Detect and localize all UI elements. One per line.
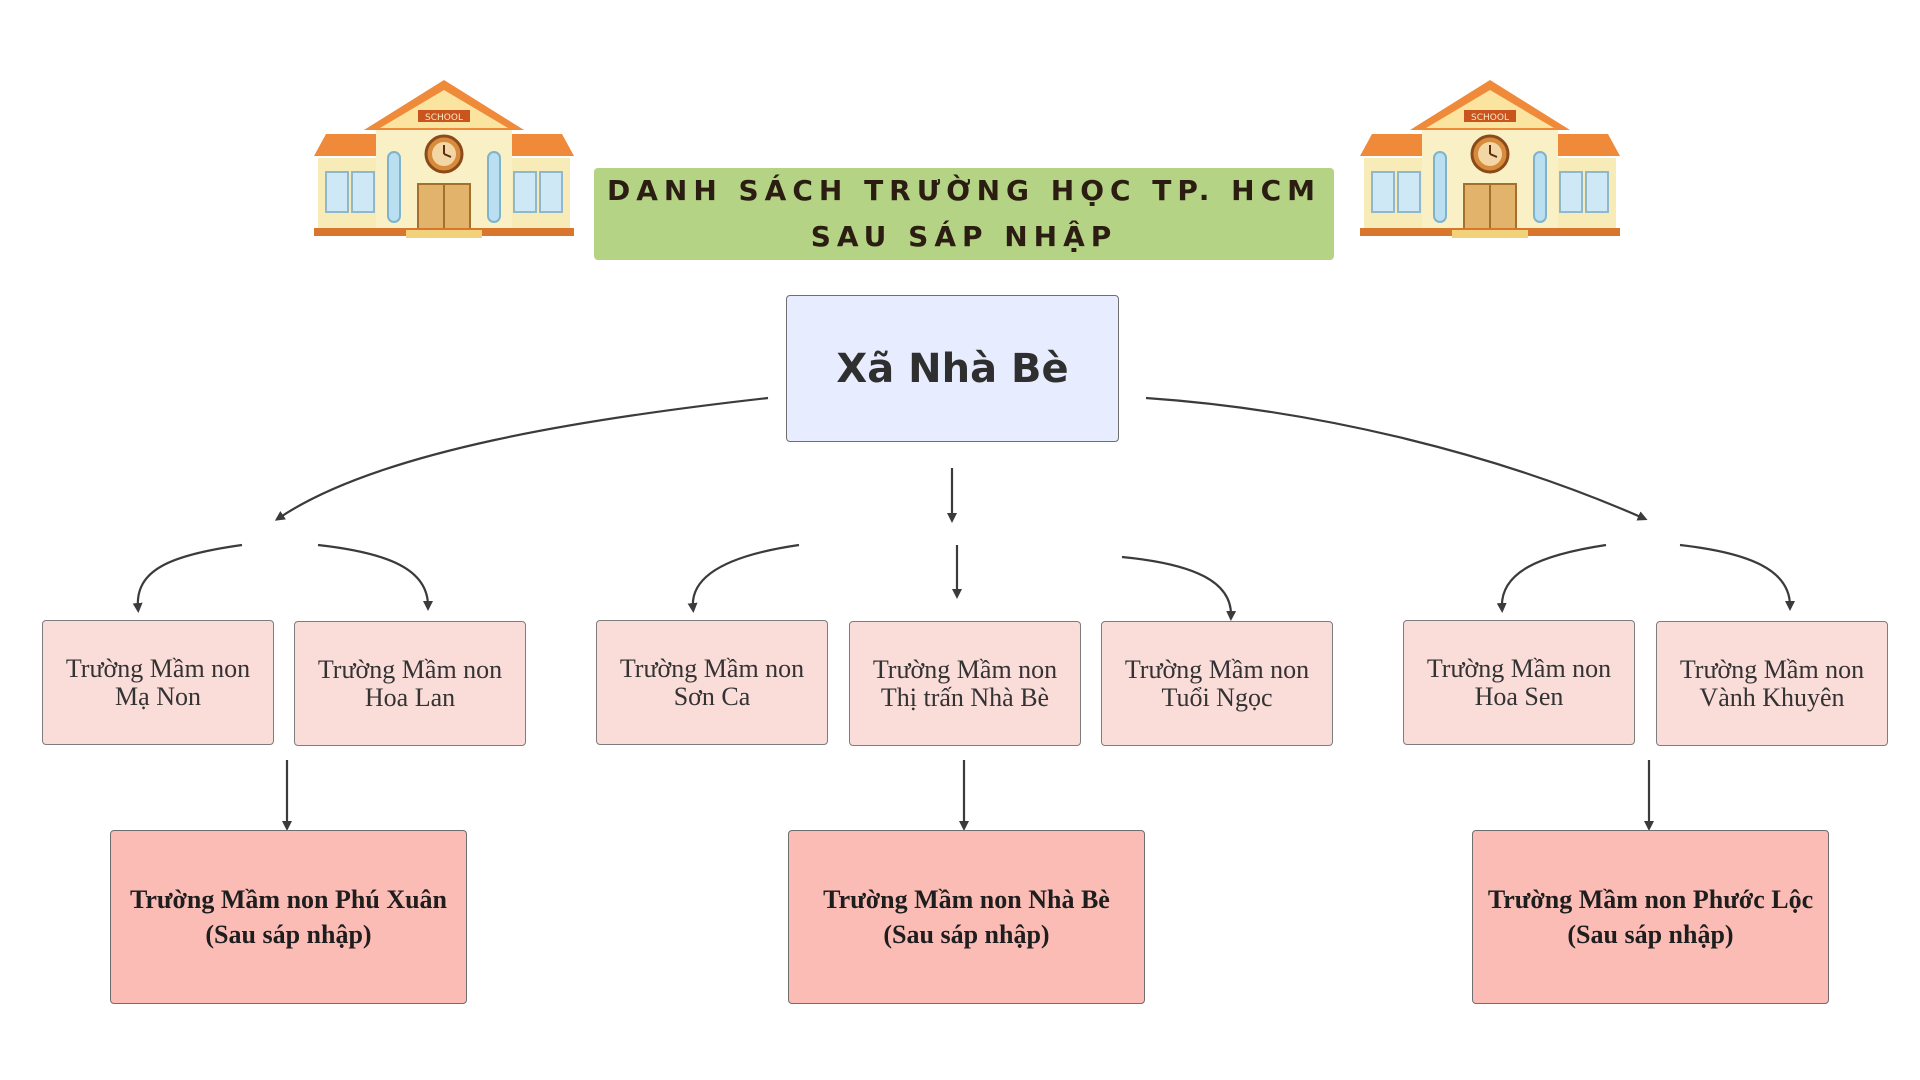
arrow-root-left bbox=[274, 396, 769, 521]
school-line-1: Trường Mầm non bbox=[317, 654, 503, 684]
arrow-right-a bbox=[1496, 543, 1607, 613]
school-line-2: Vành Khuyên bbox=[1699, 682, 1845, 712]
school-box-hoa-lan: Trường Mầm non Hoa Lan bbox=[294, 621, 526, 746]
school-box-ma-non: Trường Mầm non Mạ Non bbox=[42, 620, 274, 745]
school-box-vanh-khuyen: Trường Mầm non Vành Khuyên bbox=[1656, 621, 1888, 746]
merged-box-phu-xuan: Trường Mầm non Phú Xuân (Sau sáp nhập) bbox=[110, 830, 467, 1004]
title-banner: Danh sách trường học TP. HCM Sau sáp nhậ… bbox=[594, 168, 1334, 260]
school-line-2: Tuổi Ngọc bbox=[1161, 682, 1273, 712]
title-line-2: Sau sáp nhập bbox=[810, 220, 1118, 253]
school-box-tuoi-ngoc: Trường Mầm non Tuổi Ngọc bbox=[1101, 621, 1333, 746]
merged-line-2: (Sau sáp nhập) bbox=[205, 920, 372, 949]
school-line-2: Sơn Ca bbox=[673, 681, 751, 711]
title-line-1: Danh sách trường học TP. HCM bbox=[606, 174, 1321, 207]
school-line-2: Hoa Lan bbox=[364, 682, 456, 712]
root-node: Xã Nhà Bè bbox=[786, 295, 1119, 442]
merged-box-nha-be: Trường Mầm non Nhà Bè (Sau sáp nhập) bbox=[788, 830, 1145, 1004]
school-line-1: Trường Mầm non bbox=[65, 653, 251, 683]
school-line-2: Mạ Non bbox=[115, 681, 201, 711]
merged-line-2: (Sau sáp nhập) bbox=[883, 920, 1050, 949]
school-line-1: Trường Mầm non bbox=[619, 653, 805, 683]
arrow-left-a bbox=[132, 543, 243, 613]
merged-line-1: Trường Mầm non Phú Xuân bbox=[129, 885, 448, 914]
arrow-mid-a bbox=[687, 543, 800, 613]
merged-box-phuoc-loc: Trường Mầm non Phước Lộc (Sau sáp nhập) bbox=[1472, 830, 1829, 1004]
arrow-mid-c bbox=[1121, 555, 1237, 621]
school-line-2: Thị trấn Nhà Bè bbox=[880, 682, 1050, 712]
school-box-thi-tran-nha-be: Trường Mầm non Thị trấn Nhà Bè bbox=[849, 621, 1081, 746]
school-line-1: Trường Mầm non bbox=[1679, 654, 1865, 684]
arrow-right-b bbox=[1679, 543, 1795, 611]
arrow-root-right bbox=[1145, 396, 1648, 521]
school-box-son-ca: Trường Mầm non Sơn Ca bbox=[596, 620, 828, 745]
school-line-1: Trường Mầm non bbox=[872, 654, 1058, 684]
merged-line-1: Trường Mầm non Phước Lộc bbox=[1487, 885, 1814, 914]
merged-line-1: Trường Mầm non Nhà Bè bbox=[823, 885, 1110, 914]
school-box-hoa-sen: Trường Mầm non Hoa Sen bbox=[1403, 620, 1635, 745]
school-line-1: Trường Mầm non bbox=[1124, 654, 1310, 684]
school-line-1: Trường Mầm non bbox=[1426, 653, 1612, 683]
school-line-2: Hoa Sen bbox=[1474, 681, 1564, 711]
merged-line-2: (Sau sáp nhập) bbox=[1567, 920, 1734, 949]
arrow-left-b bbox=[317, 543, 433, 611]
